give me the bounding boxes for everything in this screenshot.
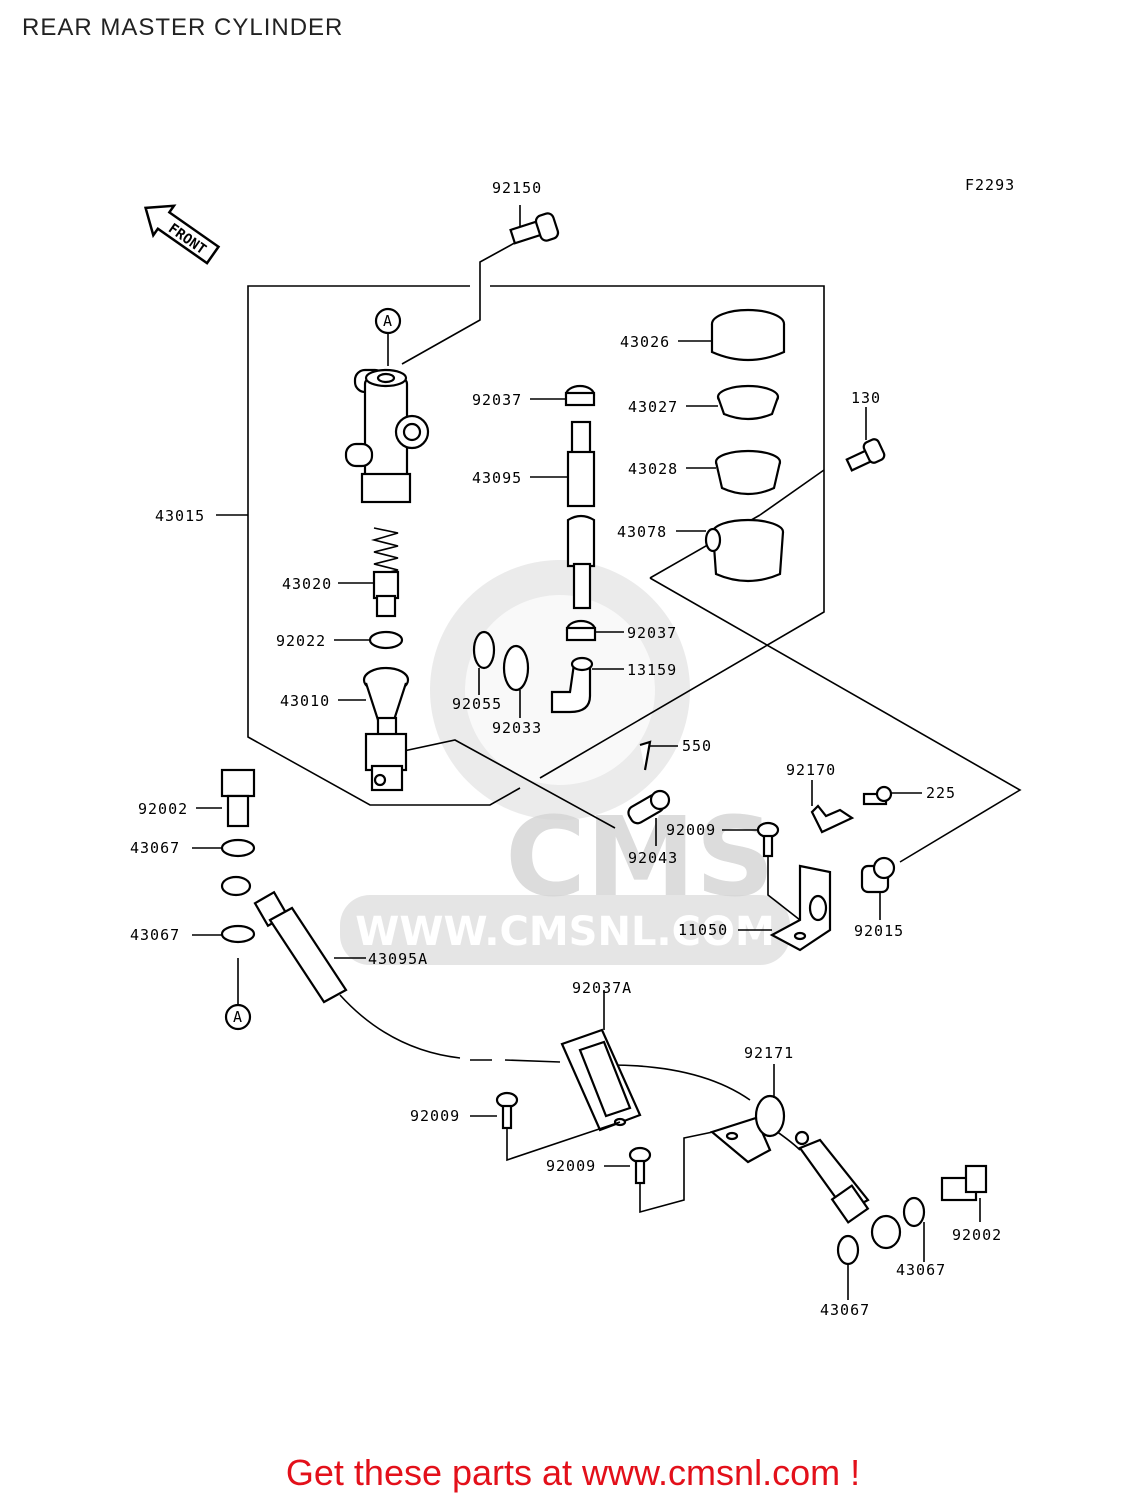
label-92002-right: 92002 (952, 1226, 1002, 1244)
label-92009-upper: 92009 (666, 821, 716, 839)
label-43010: 43010 (280, 692, 330, 710)
part-92043-pin (627, 789, 671, 825)
part-92171-clamp (709, 1094, 786, 1164)
part-labels: 92150 43026 92037 43027 130 43095 43028 … (130, 179, 1002, 1319)
figure-code: F2293 (965, 176, 1015, 194)
label-92037-top: 92037 (472, 391, 522, 409)
part-92009-screw-middle (495, 1091, 519, 1130)
part-225-screw (862, 785, 893, 806)
callout-a-top-label: A (383, 312, 393, 330)
part-43078-reservoir (704, 518, 785, 583)
label-92037A: 92037A (572, 979, 632, 997)
part-43026-cap (710, 308, 786, 362)
label-43026: 43026 (620, 333, 670, 351)
part-92055-oring (472, 630, 496, 670)
label-92037-lower: 92037 (627, 624, 677, 642)
part-550-cotter-pin (639, 740, 652, 771)
label-92055: 92055 (452, 695, 502, 713)
part-92002-banjo-bolt-right (940, 1164, 988, 1202)
part-92022-circlip (368, 630, 404, 650)
footer-promo: Get these parts at www.cmsnl.com ! (0, 1452, 1146, 1494)
part-92033-circlip (502, 644, 530, 692)
part-92037-clamp-lower (565, 619, 597, 642)
part-43067-washer-d (836, 1234, 860, 1266)
page-title: REAR MASTER CYLINDER (22, 14, 344, 41)
part-43067-washer-b (220, 924, 256, 944)
part-43015-cylinder-body (344, 368, 430, 504)
label-92170: 92170 (786, 761, 836, 779)
label-43095A: 43095A (368, 950, 428, 968)
part-92150-bolt (509, 212, 560, 245)
front-arrow-icon: FRONT (143, 204, 221, 265)
label-43067-d: 43067 (820, 1301, 870, 1319)
footer-link[interactable]: Get these parts at www.cmsnl.com ! (285, 1452, 861, 1493)
label-43067-c: 43067 (896, 1261, 946, 1279)
label-43015: 43015 (155, 507, 205, 525)
part-43095A-brake-hose (220, 875, 348, 1004)
part-43028-diaphragm (714, 449, 782, 496)
label-92150: 92150 (492, 179, 542, 197)
label-13159: 13159 (627, 661, 677, 679)
part-92037A-hose-guide (560, 1028, 642, 1132)
label-92043: 92043 (628, 849, 678, 867)
cms-watermark-logo: WWW.CMSNL.COM CMS (340, 560, 790, 965)
label-43078: 43078 (617, 523, 667, 541)
part-92015-grommet (860, 856, 896, 894)
label-130: 130 (851, 389, 881, 407)
part-43067-washer-c (902, 1196, 926, 1228)
part-43095-hose (566, 420, 596, 610)
label-92015: 92015 (854, 922, 904, 940)
label-43067-a: 43067 (130, 839, 180, 857)
part-92002-banjo-bolt-left (220, 768, 256, 828)
exploded-parts-diagram: WWW.CMSNL.COM CMS FRONT F2293 A A (130, 176, 1022, 1319)
part-92009-screw-lower (628, 1146, 652, 1185)
label-92009-lower: 92009 (546, 1157, 596, 1175)
part-43067-washer-a (220, 838, 256, 858)
callout-a-bottom (224, 1003, 252, 1031)
label-92002-left: 92002 (138, 800, 188, 818)
part-43020-spring (370, 527, 400, 618)
label-43028: 43028 (628, 460, 678, 478)
label-92009-middle: 92009 (410, 1107, 460, 1125)
part-43027-plate (716, 384, 780, 421)
label-43067-b: 43067 (130, 926, 180, 944)
label-92022: 92022 (276, 632, 326, 650)
callout-a-bottom-label: A (233, 1008, 243, 1026)
label-225: 225 (926, 784, 956, 802)
callout-a-top (374, 307, 402, 335)
label-11050: 11050 (678, 921, 728, 939)
label-92033: 92033 (492, 719, 542, 737)
part-13159-elbow (550, 656, 594, 714)
label-43027: 43027 (628, 398, 678, 416)
label-43020: 43020 (282, 575, 332, 593)
watermark-url: WWW.CMSNL.COM (355, 909, 775, 955)
part-130-bolt (845, 438, 886, 472)
label-550: 550 (682, 737, 712, 755)
part-92170-clamp (810, 804, 855, 834)
label-43095: 43095 (472, 469, 522, 487)
part-92037-clamp-top (564, 384, 596, 407)
label-92171: 92171 (744, 1044, 794, 1062)
part-43095A-lower-end (794, 1130, 902, 1250)
part-43010-piston (362, 666, 410, 792)
leader-lines (192, 340, 922, 1167)
